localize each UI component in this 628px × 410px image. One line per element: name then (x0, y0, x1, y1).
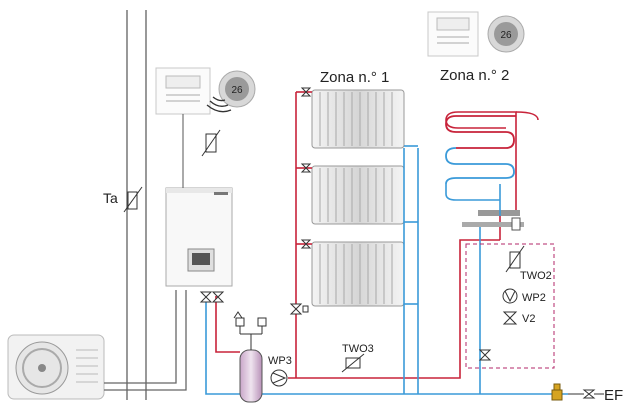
zone2-thermostat-display: 26 (500, 30, 512, 41)
thermostat-display: 26 (231, 85, 243, 96)
zone2-manifold (462, 210, 524, 231)
pump-wp2 (502, 288, 518, 304)
label-wp3: WP3 (268, 355, 292, 367)
outdoor-temp-sensor (123, 186, 143, 213)
bypass-valve (478, 349, 492, 361)
zone1-label: Zona n.° 1 (320, 69, 389, 86)
wall-controller (155, 67, 211, 115)
buffer-tank (239, 349, 263, 403)
zone2-controller (427, 11, 479, 57)
radiator-2 (311, 165, 405, 225)
label-ef: EF (604, 387, 623, 404)
sensor-symbol (201, 129, 221, 157)
pump-wp2-symbol (504, 290, 516, 303)
label-v2: V2 (522, 313, 535, 325)
cold-water-inlet (551, 383, 604, 401)
label-two2: TWO2 (520, 270, 552, 282)
sensor-two3 (341, 353, 365, 373)
zone2-label: Zona n.° 2 (440, 67, 509, 84)
round-thermostat: 26 (218, 70, 256, 108)
unit-shutoff-valves (199, 291, 225, 303)
zone2-return-line (445, 184, 500, 201)
radiator-valve-2 (300, 163, 312, 173)
wireless-signal-icon (206, 96, 232, 113)
radiator-valve-1 (300, 87, 312, 97)
valve-v2 (502, 311, 518, 325)
indoor-hydronic-unit (165, 187, 233, 287)
outdoor-heat-pump-unit (7, 334, 105, 400)
label-wp2: WP2 (522, 292, 546, 304)
radiator-valve-3 (300, 239, 312, 249)
underfloor-coil (445, 115, 516, 185)
refrigerant-lines (104, 290, 187, 391)
zone2-thermostat: 26 (487, 15, 525, 53)
radiator-3 (311, 241, 405, 307)
building-wall (126, 10, 147, 400)
zone2-pump-group (465, 243, 555, 369)
radiator-1 (311, 89, 405, 149)
label-two3: TWO3 (342, 343, 374, 355)
safety-valve-group (233, 311, 267, 350)
label-ta: Ta (103, 190, 118, 206)
pump-wp3-symbol (272, 372, 287, 384)
sensor-two2 (505, 245, 525, 273)
zone1-valve (289, 303, 309, 315)
return-pipes (205, 145, 568, 395)
